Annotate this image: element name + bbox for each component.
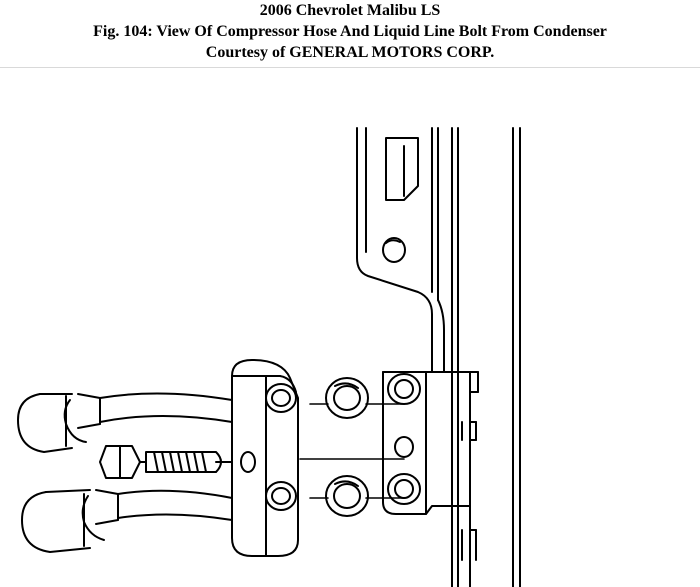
compressor-hose-upper (17, 392, 233, 453)
line-drawing (0, 68, 700, 587)
liquid-line-bolt (99, 445, 233, 479)
o-ring-upper (325, 377, 369, 419)
hose-manifold-block (231, 359, 299, 557)
page-header: 2006 Chevrolet Malibu LS Fig. 104: View … (0, 0, 700, 63)
condenser-frame (356, 127, 521, 587)
bracket-hole (382, 237, 406, 263)
bracket-slot (385, 137, 419, 201)
figure-caption: Fig. 104: View Of Compressor Hose And Li… (93, 23, 607, 40)
o-ring-lower (325, 475, 369, 517)
vehicle-title: 2006 Chevrolet Malibu LS (259, 2, 441, 19)
courtesy-line: Courtesy of GENERAL MOTORS CORP. (205, 44, 495, 61)
alignment-lines (299, 403, 405, 499)
condenser-block (382, 371, 479, 561)
header-divider (0, 67, 700, 68)
liquid-line-lower (21, 489, 233, 553)
